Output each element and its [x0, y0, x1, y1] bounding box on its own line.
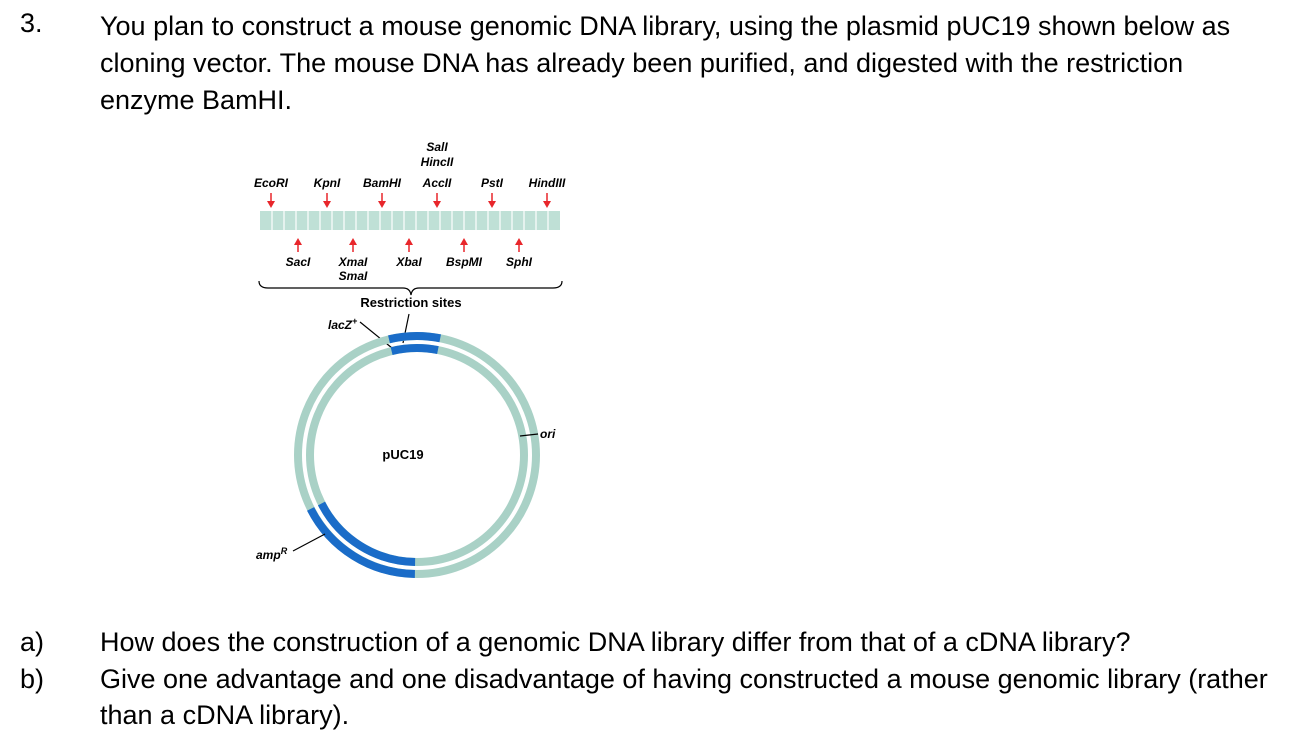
bottom-arrow-group [294, 238, 523, 252]
site-label-kpni: KpnI [314, 176, 341, 190]
ampr-label: ampR [256, 546, 288, 562]
site-label-bspmi: BspMI [446, 255, 483, 269]
lacz-text: lacZ [328, 318, 353, 332]
part-a: a) How does the construction of a genomi… [20, 624, 1300, 664]
site-label-hincii: HincII [421, 155, 454, 169]
part-b-line: Give one advantage and one disadvantage … [100, 664, 1268, 694]
ori-label: ori [540, 427, 556, 441]
site-label-bamhi: BamHI [363, 176, 402, 190]
ampr-gene-region [307, 501, 416, 578]
part-b-line: than a cDNA library). [100, 700, 350, 730]
ori-leader [519, 433, 539, 437]
ampr-superscript: R [281, 546, 288, 556]
part-b-label: b) [20, 664, 45, 694]
question-number: 3. [20, 8, 43, 38]
question-line: enzyme BamHI. [100, 85, 293, 115]
question-line: You plan to construct a mouse genomic DN… [100, 11, 1231, 41]
lacz-gene-region [388, 332, 441, 356]
site-label-smai: SmaI [339, 269, 368, 283]
question-text: You plan to construct a mouse genomic DN… [100, 8, 1280, 119]
plasmid-name: pUC19 [382, 447, 423, 462]
site-label-ecori: EcoRI [254, 176, 289, 190]
site-label-saci: SacI [286, 255, 311, 269]
lacz-label: lacZ+ [328, 316, 358, 332]
part-a-text: How does the construction of a genomic D… [100, 624, 1280, 660]
restriction-sites-label: Restriction sites [360, 295, 461, 310]
part-b-text: Give one advantage and one disadvantage … [100, 661, 1280, 733]
part-a-line: How does the construction of a genomic D… [100, 627, 1131, 657]
question-line: cloning vector. The mouse DNA has alread… [100, 48, 1184, 78]
lacz-superscript: + [352, 316, 358, 326]
site-label-psti: PstI [481, 176, 504, 190]
ampr-leader [292, 533, 326, 552]
site-label-xmai: XmaI [338, 255, 368, 269]
restriction-brace [258, 280, 563, 296]
mcs-bar [260, 211, 560, 230]
site-label-sphi: SphI [506, 255, 533, 269]
top-arrow-group [267, 193, 551, 208]
site-label-sali: SalI [426, 140, 448, 154]
part-b: b) Give one advantage and one disadvanta… [20, 661, 1300, 737]
part-a-label: a) [20, 627, 45, 657]
site-label-hindiii: HindIII [529, 176, 566, 190]
site-label-accii: AccII [422, 176, 452, 190]
site-label-xbai: XbaI [395, 255, 422, 269]
ampr-text: amp [256, 548, 281, 562]
